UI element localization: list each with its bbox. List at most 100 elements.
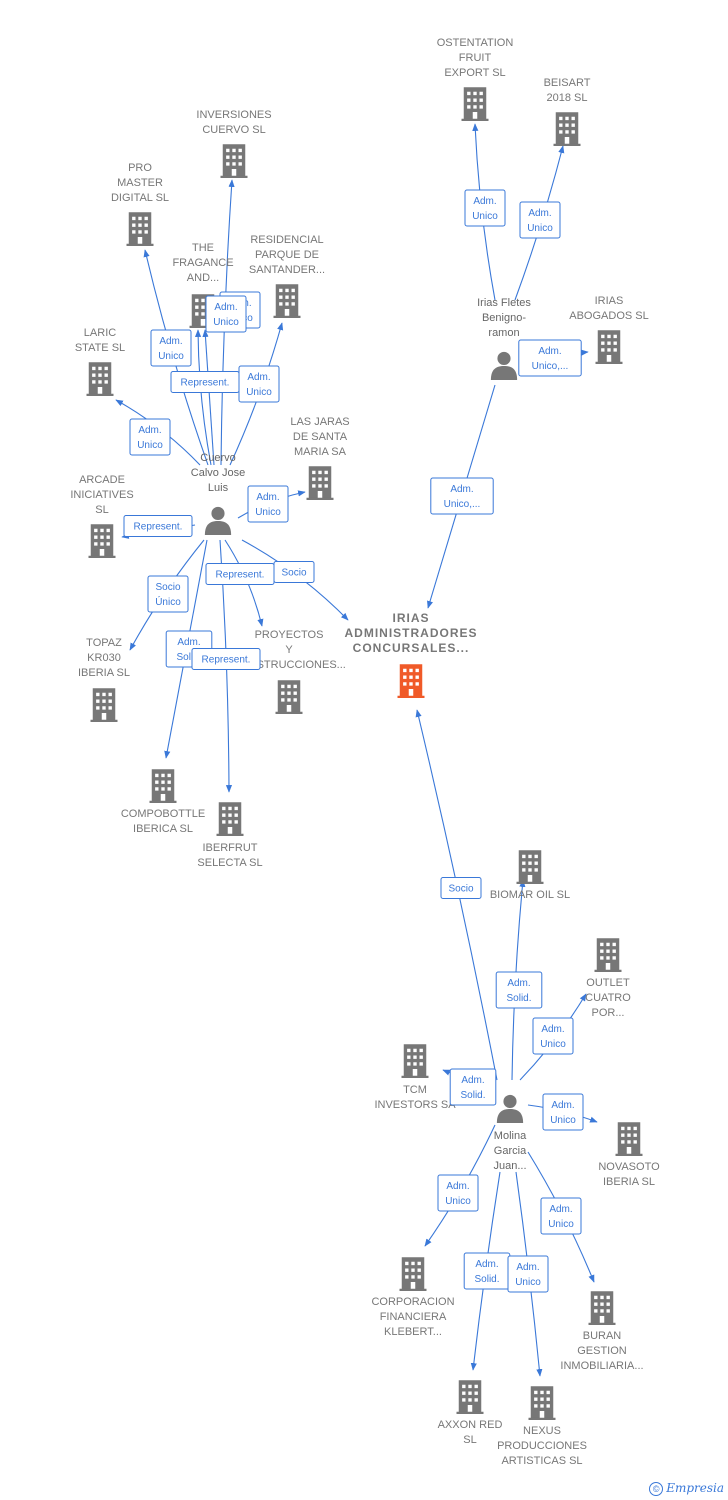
edge-label-8[interactable]: Adm.Unico <box>238 365 280 403</box>
edge-label-7[interactable]: Represent. <box>170 371 240 393</box>
edge-label-0[interactable]: Adm.Unico <box>464 189 506 227</box>
edge-label-18[interactable]: Adm.Solid. <box>495 971 543 1009</box>
edge-label-box[interactable] <box>247 485 289 523</box>
edge-label-box[interactable] <box>273 561 315 583</box>
company-node-the-fragance[interactable]: THEFRAGANCEAND... <box>172 242 234 328</box>
edge-label-box[interactable] <box>449 1068 497 1106</box>
edge-label-19[interactable]: Adm.Unico <box>532 1017 574 1055</box>
edge-label-17[interactable]: Socio <box>440 877 482 899</box>
edge-label-text: Adm. <box>541 1024 564 1035</box>
edge-label-2[interactable]: Adm.Unico,... <box>518 339 582 377</box>
edge-label-23[interactable]: Adm.Unico <box>540 1197 582 1235</box>
edge-label-text: Socio <box>281 568 306 579</box>
edge-label-20[interactable]: Adm.Solid. <box>449 1068 497 1106</box>
company-node-biomar[interactable]: BIOMAR OIL SL <box>490 850 570 901</box>
edge-label-14[interactable]: Socio <box>273 561 315 583</box>
company-node-buran[interactable]: BURANGESTIONINMOBILIARIA... <box>560 1291 644 1372</box>
node-label: IBERFRUT <box>203 842 258 854</box>
company-node-proyectos[interactable]: PROYECTOSYCONSTRUCCIONES... <box>232 629 346 714</box>
edge-label-box[interactable] <box>542 1093 584 1131</box>
edge-label-25[interactable]: Adm.Unico <box>507 1255 549 1293</box>
node-label: DE SANTA <box>293 431 348 443</box>
node-label: SANTANDER... <box>249 264 325 276</box>
building-icon <box>126 212 154 246</box>
edge-label-10[interactable]: Adm.Unico <box>247 485 289 523</box>
node-label: TOPAZ <box>86 637 122 649</box>
edge-label-text: Unico <box>213 317 239 328</box>
edge-label-24[interactable]: Adm.Solid. <box>463 1252 511 1290</box>
node-label: SL <box>95 504 108 516</box>
edge-label-box[interactable] <box>464 189 506 227</box>
edge-label-box[interactable] <box>440 877 482 899</box>
node-label: CUATRO <box>585 992 631 1004</box>
edge-label-box[interactable] <box>532 1017 574 1055</box>
edge-label-box[interactable] <box>191 648 261 670</box>
edge-label-text: Adm. <box>507 978 530 989</box>
edge-label-box[interactable] <box>430 477 494 515</box>
edge-label-9[interactable]: Adm.Unico <box>129 418 171 456</box>
edge-label-6[interactable]: Adm.Unico <box>205 295 247 333</box>
company-node-irias-adm[interactable]: IRIASADMINISTRADORESCONCURSALES... <box>344 611 477 698</box>
edge-label-16[interactable]: Represent. <box>191 648 261 670</box>
edge-label-box[interactable] <box>150 329 192 367</box>
edge-label-box[interactable] <box>123 515 193 537</box>
edge-label-1[interactable]: Adm.Unico <box>519 201 561 239</box>
building-icon <box>456 1380 484 1414</box>
edge-label-box[interactable] <box>129 418 171 456</box>
node-label: Cuervo <box>200 452 235 464</box>
node-label: MARIA SA <box>294 446 347 458</box>
edge-label-11[interactable]: Represent. <box>123 515 193 537</box>
edge-label-box[interactable] <box>518 339 582 377</box>
edge-label-text: Adm. <box>473 196 496 207</box>
person-node-molina[interactable]: MolinaGarciaJuan... <box>493 1094 527 1172</box>
edge-label-box[interactable] <box>540 1197 582 1235</box>
company-node-corporacion[interactable]: CORPORACIONFINANCIERAKLEBERT... <box>371 1257 455 1338</box>
footer-brand[interactable]: ©Empresia <box>649 1481 724 1496</box>
edge-label-text: Adm. <box>138 425 161 436</box>
node-label: PARQUE DE <box>255 249 319 261</box>
building-icon <box>86 362 114 396</box>
edge-label-box[interactable] <box>495 971 543 1009</box>
edge-label-box[interactable] <box>205 295 247 333</box>
edge-label-13[interactable]: Represent. <box>205 563 275 585</box>
edge-label-box[interactable] <box>507 1255 549 1293</box>
node-label: PRO <box>128 162 152 174</box>
edge-label-text: Unico <box>548 1219 574 1230</box>
edge-label-21[interactable]: Adm.Unico <box>542 1093 584 1131</box>
building-icon <box>401 1044 429 1078</box>
edge-label-box[interactable] <box>147 575 189 613</box>
company-node-outlet[interactable]: OUTLETCUATROPOR... <box>585 938 631 1019</box>
building-icon <box>595 330 623 364</box>
edge-label-box[interactable] <box>519 201 561 239</box>
node-label: CONSTRUCCIONES... <box>232 659 346 671</box>
edge-label-text: Solid. <box>460 1090 485 1101</box>
edge-label-text: Adm. <box>446 1181 469 1192</box>
edge-label-22[interactable]: Adm.Unico <box>437 1174 479 1212</box>
edge-label-3[interactable]: Adm.Unico,... <box>430 477 494 515</box>
edge-label-5[interactable]: Adm.Unico <box>150 329 192 367</box>
edge-label-box[interactable] <box>238 365 280 403</box>
edge-label-box[interactable] <box>437 1174 479 1212</box>
node-label: Y <box>285 644 293 656</box>
copyright-icon: © <box>649 1482 664 1496</box>
edge-label-text: Adm. <box>247 372 270 383</box>
